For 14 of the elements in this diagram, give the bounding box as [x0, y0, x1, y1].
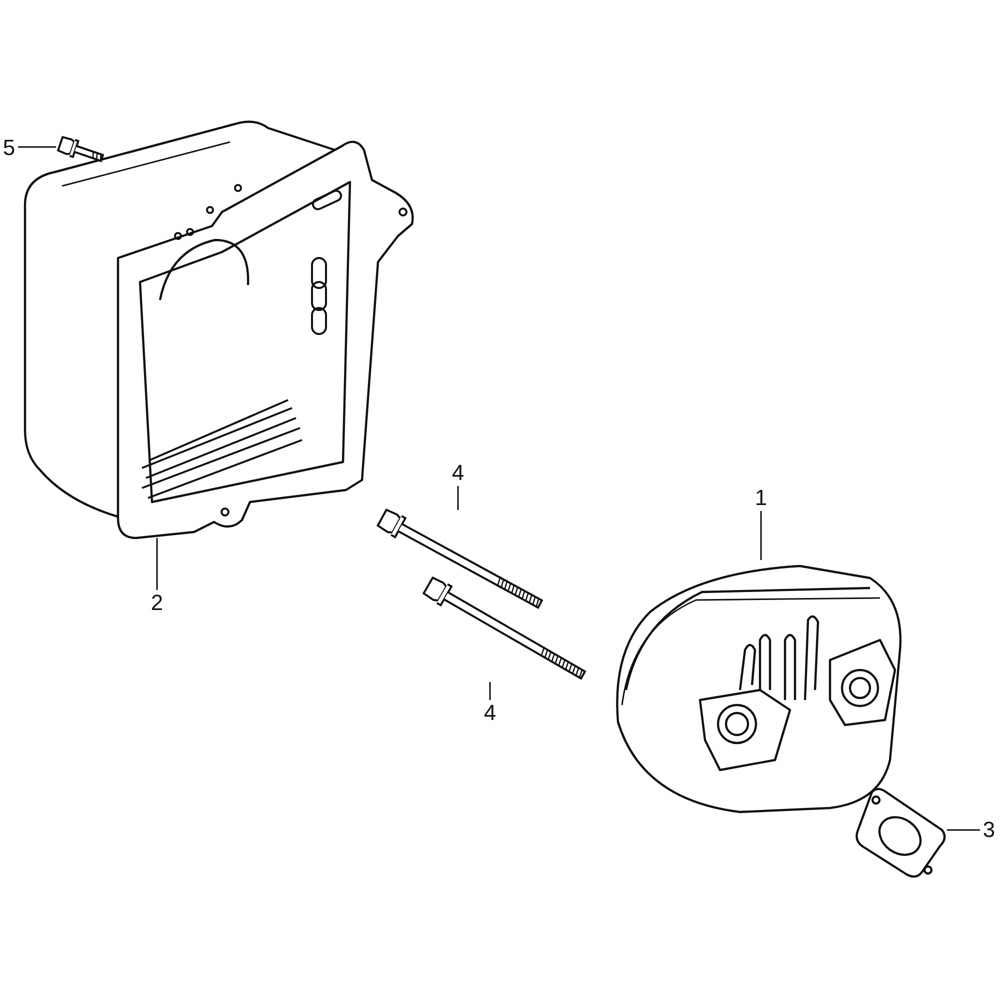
callout-number: 5	[0, 135, 18, 159]
bolt-drawing	[56, 134, 106, 164]
leader-line	[947, 829, 980, 831]
callout-number: 2	[148, 590, 166, 616]
leader-line	[156, 538, 158, 590]
callout-number: 1	[752, 485, 770, 511]
callout-number: 3	[980, 817, 998, 843]
callout-number: 4	[449, 460, 467, 486]
leader-line	[457, 486, 459, 510]
leader-line	[18, 146, 56, 148]
leader-line	[760, 511, 762, 560]
callout-number: 4	[481, 700, 499, 726]
flange-bolt-drawing	[375, 510, 545, 610]
leader-line	[489, 682, 491, 700]
